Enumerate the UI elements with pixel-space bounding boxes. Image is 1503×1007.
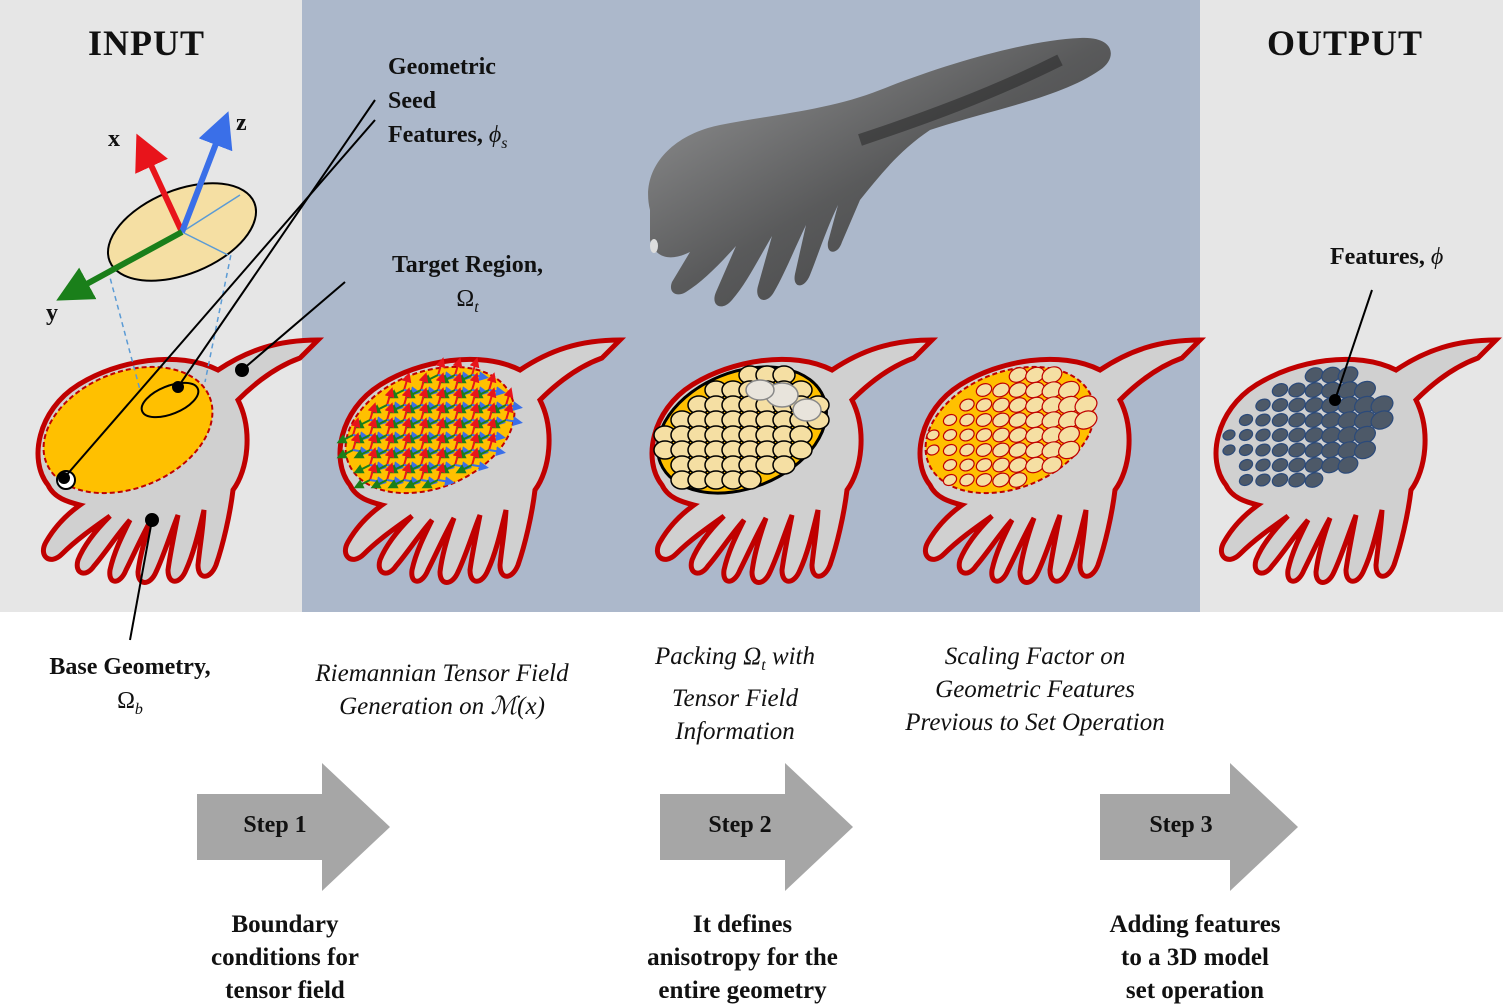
axis-y-label: y bbox=[46, 300, 58, 326]
packing-caption: Packing Ωt with Tensor Field Information bbox=[654, 643, 816, 745]
scaled-features-shape bbox=[907, 340, 1200, 583]
features-label: Features, ϕ bbox=[1330, 244, 1444, 270]
target-region-label: Target Region, Ωt bbox=[391, 252, 544, 316]
spoon-3d-render bbox=[648, 37, 1111, 307]
base-geometry-shape bbox=[25, 340, 318, 583]
input-header: INPUT bbox=[88, 23, 206, 63]
step-1-label: Step 1 bbox=[243, 812, 307, 838]
seed-feature-axes bbox=[56, 111, 258, 391]
output-header: OUTPUT bbox=[1267, 23, 1424, 63]
axis-z-label: z bbox=[236, 110, 247, 136]
step-3-label: Step 3 bbox=[1149, 812, 1213, 838]
pointer-line-output bbox=[1329, 289, 1373, 406]
tensor-field-shape bbox=[336, 340, 620, 583]
scaling-caption: Scaling Factor on Geometric Features Pre… bbox=[905, 643, 1165, 736]
riemannian-caption: Riemannian Tensor Field Generation on ℳ(… bbox=[315, 660, 569, 720]
seed-features-label: Geometric Seed Features, ϕs bbox=[388, 54, 508, 152]
base-geometry-label: Base Geometry, Ωb bbox=[49, 654, 211, 718]
pointer-lines-input bbox=[58, 99, 376, 641]
axis-x-label: x bbox=[108, 126, 120, 152]
step-arrow-1 bbox=[197, 763, 390, 891]
step-2-description: It defines anisotropy for the entire geo… bbox=[647, 911, 838, 1004]
step-2-label: Step 2 bbox=[708, 812, 772, 838]
step-3-description: Adding features to a 3D model set operat… bbox=[1109, 911, 1281, 1004]
step-arrow-3 bbox=[1100, 763, 1298, 891]
output-shape bbox=[1216, 340, 1496, 583]
step-1-description: Boundary conditions for tensor field bbox=[211, 911, 359, 1004]
packing-shape bbox=[639, 340, 932, 583]
step-arrow-2 bbox=[660, 763, 853, 891]
